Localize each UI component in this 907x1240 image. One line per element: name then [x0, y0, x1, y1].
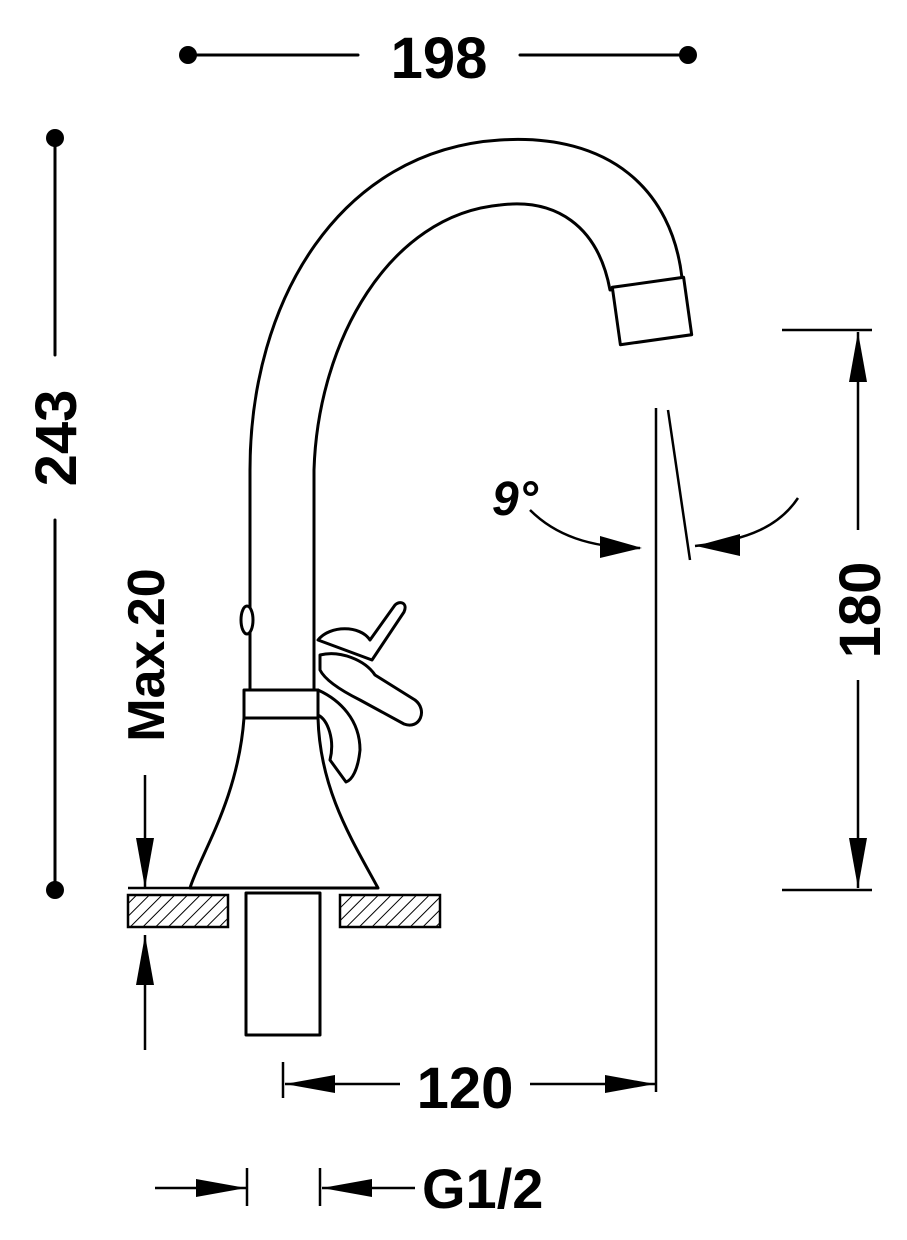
overall-width-label: 198	[391, 26, 488, 91]
dimension-connection-thread: G1/2	[155, 1157, 543, 1220]
max-deck-label: Max.20	[118, 568, 176, 741]
dimension-max-deck: Max.20	[118, 568, 195, 1050]
connection-shank	[244, 891, 322, 1037]
dimension-spout-height: 180	[782, 328, 893, 892]
spout-angle-label: 9°	[492, 473, 539, 526]
dimension-spout-angle: 9°	[492, 473, 800, 558]
dimension-spout-reach: 120	[281, 1056, 655, 1121]
spout-collar	[242, 688, 320, 720]
overall-height-label: 243	[24, 390, 89, 487]
spout-height-label: 180	[828, 562, 893, 659]
countertop-section	[126, 893, 442, 929]
spout-reach-label: 120	[417, 1056, 514, 1121]
tap-handle	[239, 601, 423, 784]
connection-thread-label: G1/2	[422, 1157, 543, 1220]
spout-angle-line	[666, 409, 692, 561]
spout	[248, 137, 684, 702]
tap-body	[188, 716, 380, 890]
dimension-overall-height: 243	[24, 129, 89, 899]
aerator	[610, 275, 694, 347]
dimension-overall-width: 198	[179, 26, 697, 91]
